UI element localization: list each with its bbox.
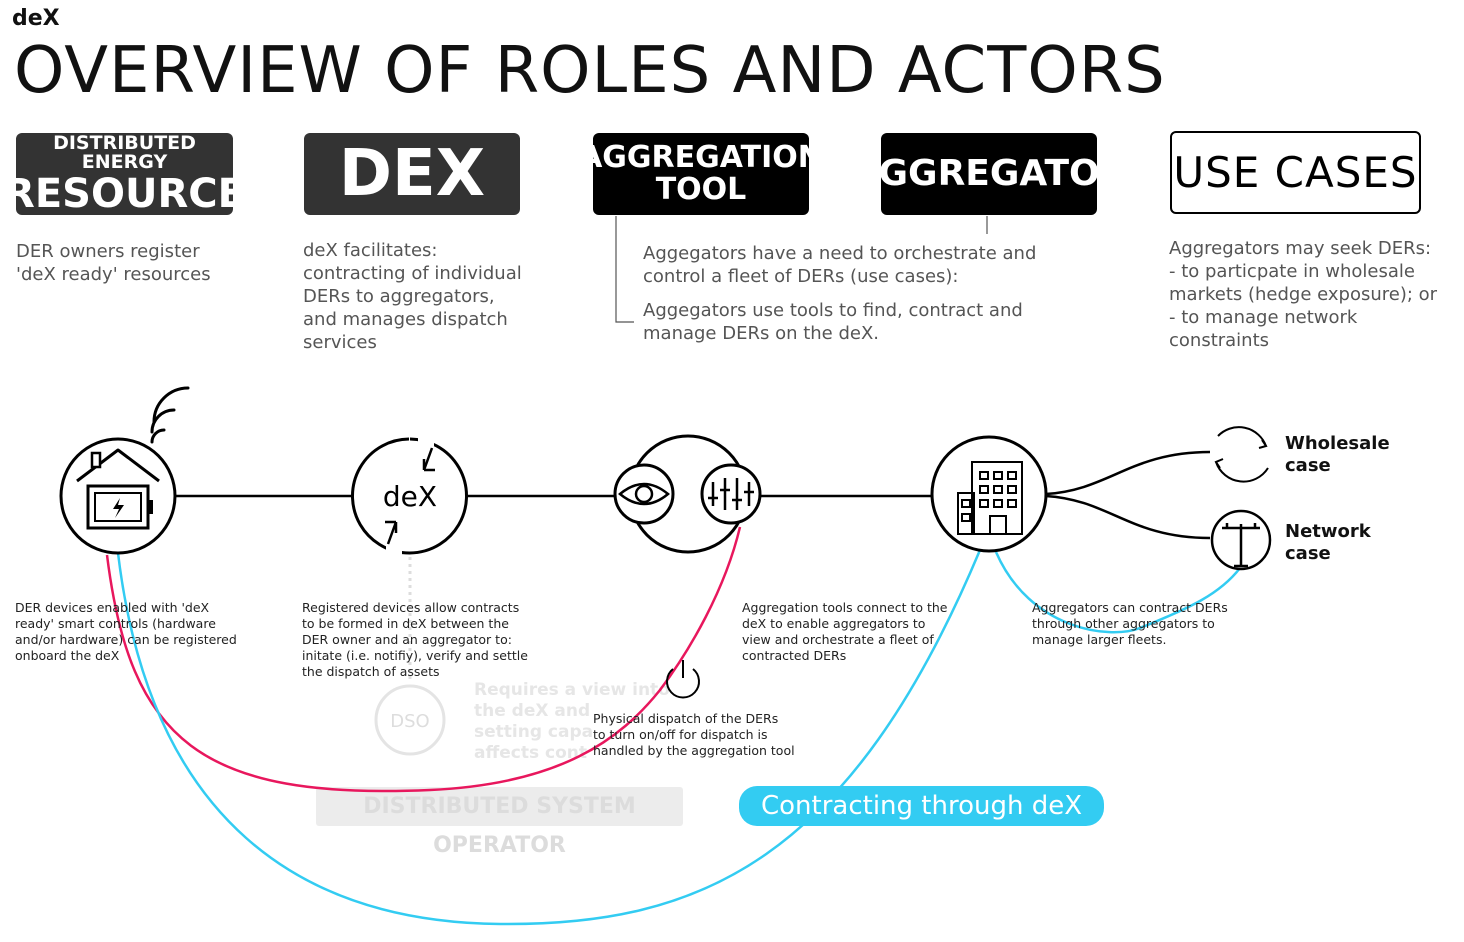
sliders-icon-circle xyxy=(700,463,762,525)
dex-node-label: deX xyxy=(382,480,438,513)
dex-node xyxy=(351,432,468,560)
blue-contract-curve-small xyxy=(994,551,1241,634)
tool-badge-line1: AGGREGATION xyxy=(579,140,823,175)
wholesale-case-label: Wholesale case xyxy=(1285,433,1390,476)
connector-network xyxy=(1045,494,1211,540)
eye-icon-circle xyxy=(613,463,675,525)
der-badge: DISTRIBUTED ENERGY RESOURCE xyxy=(4,132,245,215)
sliders-icon xyxy=(708,478,754,510)
aggregation-tool-note: Aggregation tools connect to the deX to … xyxy=(742,600,948,663)
aggregator-description-2: Aggegators use tools to find, contract a… xyxy=(643,300,1023,344)
dex-badge: DEX xyxy=(304,133,520,215)
house-roof-icon xyxy=(76,448,160,483)
power-icon xyxy=(666,660,700,699)
aggregator-badge-label: AGGREGATOR xyxy=(850,153,1128,194)
lightning-icon xyxy=(113,498,124,518)
der-badge-line1: DISTRIBUTED ENERGY xyxy=(53,132,196,173)
der-home-node xyxy=(59,437,177,555)
connector-wholesale xyxy=(1045,450,1211,496)
der-note: DER devices enabled with 'deX ready' sma… xyxy=(15,600,237,663)
der-description: DER owners register 'deX ready' resource… xyxy=(16,241,211,285)
der-badge-line2: RESOURCE xyxy=(4,171,245,217)
eye-icon xyxy=(618,482,670,506)
wifi-signal-icon xyxy=(150,386,190,444)
dex-note: Registered devices allow contracts to be… xyxy=(302,600,528,679)
arrow-cycle-icon-top xyxy=(422,447,435,472)
aggregation-tool-node xyxy=(613,434,762,554)
use-cases-badge: USE CASES xyxy=(1170,131,1421,214)
dispatch-note: Physical dispatch of the DERs to turn on… xyxy=(593,711,795,758)
brand-label: deX xyxy=(12,6,60,31)
use-cases-description: Aggregators may seek DERs: - to particpa… xyxy=(1169,238,1438,351)
dso-note: Requires a view into the deX and setting… xyxy=(474,680,670,763)
dex-description: deX facilitates: contracting of individu… xyxy=(303,240,522,353)
network-case-label: Network case xyxy=(1285,521,1371,564)
aggregator-description-1: Aggegators have a need to orchestrate an… xyxy=(643,243,1037,287)
aggregator-node xyxy=(930,435,1048,553)
dso-circle xyxy=(374,684,446,756)
dso-circle-label: DSO xyxy=(390,711,429,732)
tool-badge-line2: TOOL xyxy=(655,172,747,207)
chimney-icon xyxy=(90,451,102,469)
use-cases-badge-label: USE CASES xyxy=(1173,147,1418,197)
blue-contract-curve-large xyxy=(116,549,982,926)
aggregator-badge: AGGREGATOR xyxy=(851,133,1127,215)
office-building-icon xyxy=(957,461,1023,535)
aggregator-note: Aggregators can contract DERs through ot… xyxy=(1032,600,1228,647)
dso-label: DISTRIBUTED SYSTEM OPERATOR xyxy=(363,794,636,858)
page-title: OVERVIEW OF ROLES AND ACTORS xyxy=(14,34,1166,108)
contracting-through-dex-pill: Contracting through deX xyxy=(739,786,1104,826)
arrow-cycle-icon-bottom xyxy=(385,520,398,545)
recycle-arrows-icon xyxy=(1214,426,1269,483)
dso-label-box xyxy=(316,787,683,826)
dex-badge-label: DEX xyxy=(338,137,486,211)
aggregation-tool-badge: AGGREGATION TOOL xyxy=(579,133,823,215)
power-pole-icon xyxy=(1210,509,1272,571)
pink-dispatch-curve xyxy=(105,526,742,793)
